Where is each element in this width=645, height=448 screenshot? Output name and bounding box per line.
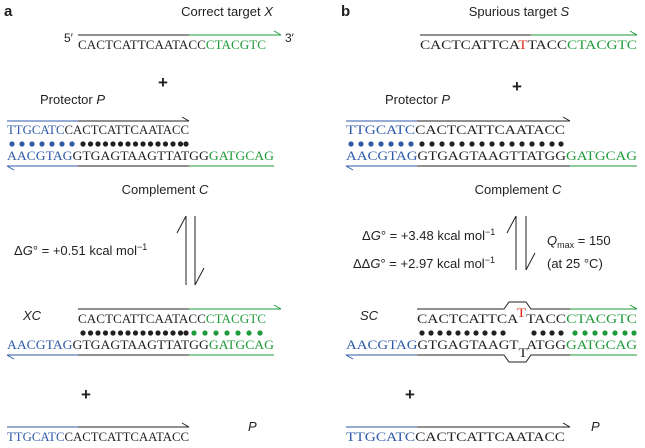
xc-bottom-black: GTGAGTAAGTTATGG (73, 337, 209, 352)
sc-bottom-green: GATGCAG (566, 337, 637, 352)
sc-bottom-black-1: GTGAGTAAGT (417, 337, 518, 352)
sc-bottom-bulge: T (519, 345, 528, 360)
sc-top-black-2: TACC (526, 311, 566, 326)
svg-text:CACTCATTCAATACCCTACGTC: CACTCATTCAATACCCTACGTC (78, 311, 266, 326)
s-seq-mismatch: T (518, 37, 527, 52)
plus-sign: + (158, 73, 168, 92)
sc-top-black-1: CACTCATTCA (417, 311, 519, 326)
product-label-xc: XC (22, 308, 42, 323)
released-label: P (248, 419, 257, 434)
released-seq-blue: TTGCATC (346, 429, 415, 444)
complement-label: Complement C (122, 182, 209, 197)
q-condition: (at 25 °C) (547, 256, 603, 271)
protector-seq-black: CACTCATTCAATACC (64, 122, 189, 137)
complement-label: Complement C (475, 182, 562, 197)
q-max: Qmax = 150 (547, 233, 611, 250)
protector-seq-black: CACTCATTCAATACC (415, 122, 565, 137)
base-pair-dots (80, 330, 263, 336)
complement-seq-green: GATGCAG (566, 148, 637, 163)
five-prime-label: 5′ (64, 31, 74, 45)
base-pair-dots (9, 141, 189, 147)
complement-seq-black: GTGAGTAAGTTATGG (73, 148, 209, 163)
three-prime-label: 3′ (285, 31, 295, 45)
sc-bottom-black-2: ATGG (526, 337, 566, 352)
xc-bottom-green: GATGCAG (209, 337, 274, 352)
svg-text:TTGCATCCACTCATTCAATACC: TTGCATCCACTCATTCAATACC (346, 122, 565, 137)
panel-a-letter: a (4, 3, 13, 20)
protector-seq-blue: TTGCATC (346, 122, 415, 137)
complement-seq-blue: AACGTAG (7, 148, 73, 163)
released-seq-black: CACTCATTCAATACC (415, 429, 565, 444)
delta-g-a: ΔG° = +0.51 kcal mol−1 (14, 242, 147, 258)
complement-seq-blue: AACGTAG (346, 148, 417, 163)
s-seq-black-1: CACTCATTCA (420, 37, 521, 52)
panel-a: a Correct target X 5′ 3′ CACTCATTCAATACC… (4, 3, 295, 444)
sc-top-mismatch: T (517, 305, 527, 320)
xc-top-green: CTACGTC (206, 311, 266, 326)
protector-label: Protector P (385, 92, 450, 107)
equilibrium-arrows (506, 215, 536, 271)
svg-text:TTGCATCCACTCATTCAATACC: TTGCATCCACTCATTCAATACC (7, 122, 189, 137)
sc-bottom-blue: AACGTAG (346, 337, 417, 352)
svg-text:TTGCATCCACTCATTCAATACC: TTGCATCCACTCATTCAATACC (7, 429, 189, 444)
released-seq-blue: TTGCATC (7, 429, 64, 444)
released-protector: TTGCATCCACTCATTCAATACC P (7, 419, 257, 444)
released-seq-black: CACTCATTCAATACC (64, 429, 189, 444)
svg-text:CACTCATTCAATACCCTACGTC: CACTCATTCAATACCCTACGTC (78, 37, 266, 52)
released-label: P (591, 419, 600, 434)
panel-a-title: Correct target X (181, 4, 274, 19)
s-seq-black-2: TACC (528, 37, 567, 52)
plus-sign: + (81, 385, 91, 404)
delta-delta-g: ΔΔG° = +2.97 kcal mol−1 (353, 255, 495, 271)
plus-sign: + (405, 385, 415, 404)
protector-seq-blue: TTGCATC (7, 122, 64, 137)
protector-label: Protector P (40, 92, 105, 107)
panel-b-letter: b (341, 3, 350, 20)
target-seq-black: CACTCATTCAATACC (78, 37, 206, 52)
xc-bottom-blue: AACGTAG (7, 337, 73, 352)
delta-g-b: ΔG° = +3.48 kcal mol−1 (362, 227, 495, 243)
s-seq-green: CTACGTC (567, 37, 637, 52)
base-pair-dots (348, 141, 564, 147)
base-pair-dots (419, 330, 637, 336)
panel-b-title: Spurious target S (469, 4, 570, 19)
xc-top-black: CACTCATTCAATACC (78, 311, 206, 326)
target-seq-green: CTACGTC (206, 37, 266, 52)
sc-top-green: CTACGTC (566, 311, 637, 326)
svg-text:TTGCATCCACTCATTCAATACC: TTGCATCCACTCATTCAATACC (346, 429, 565, 444)
product-label-sc: SC (360, 308, 379, 323)
complement-seq-green: GATGCAG (209, 148, 274, 163)
plus-sign: + (512, 77, 522, 96)
target-x-strand: 5′ 3′ CACTCATTCAATACCCTACGTC (64, 30, 295, 52)
equilibrium-arrows (176, 215, 205, 286)
complement-seq-black: GTGAGTAAGTTATGG (417, 148, 566, 163)
